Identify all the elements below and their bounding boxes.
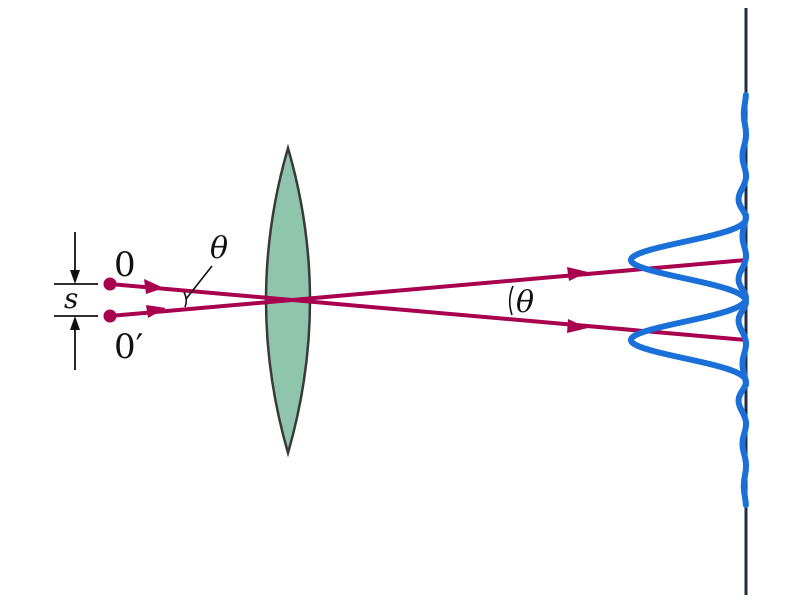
angle-leader-left — [185, 265, 213, 300]
source-point-bottom — [103, 309, 117, 323]
label-separation: s — [64, 282, 78, 315]
label-angle-left: θ — [210, 231, 228, 266]
arrow-bottom-ray-right — [567, 267, 588, 281]
label-source-top: 0 — [114, 245, 136, 285]
separation-arrow-up — [70, 316, 80, 330]
separation-marker — [54, 232, 98, 370]
arrow-top-ray-right — [567, 319, 588, 333]
angle-arc-left — [183, 291, 188, 308]
angle-arc-right — [508, 285, 514, 316]
label-source-bottom: 0′ — [114, 327, 143, 367]
source-point-top — [103, 277, 117, 291]
arrow-bottom-ray-left — [146, 305, 166, 318]
arrow-top-ray-left — [144, 279, 164, 294]
label-angle-right: θ — [516, 285, 534, 320]
intensity-curve-top-source — [627, 92, 750, 388]
intensity-curve-bottom-source — [627, 212, 750, 508]
separation-arrow-down — [70, 270, 80, 284]
